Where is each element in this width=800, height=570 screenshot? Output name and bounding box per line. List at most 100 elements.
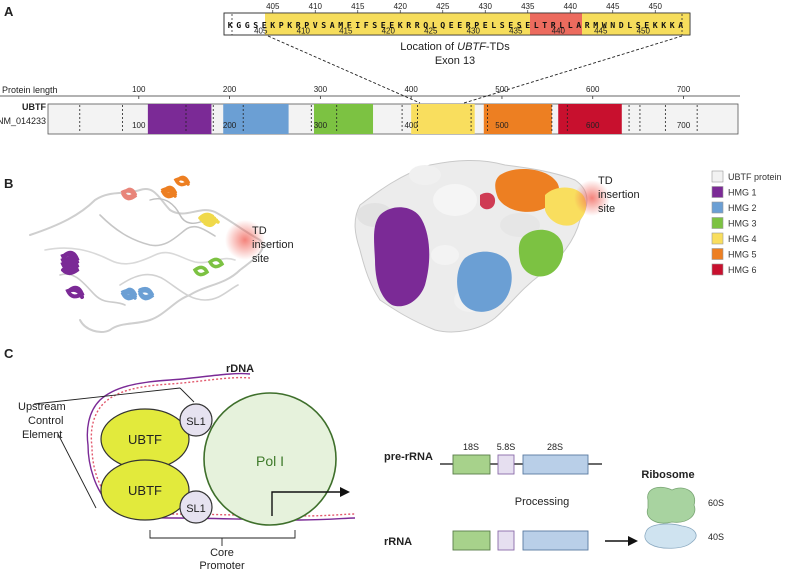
protein-inner-tick: 700 (677, 121, 691, 130)
domain-hmg-4 (411, 104, 475, 134)
sequence-letter: E (644, 20, 649, 30)
sequence-letter: S (372, 20, 377, 30)
panel-label-b: B (4, 176, 13, 191)
sequence-letter: M (593, 20, 598, 30)
surface-td-label-3: site (598, 203, 615, 215)
sequence-bottom-tick: 425 (424, 27, 438, 36)
ubtf-top-label: UBTF (128, 432, 162, 447)
sequence-letter: K (398, 20, 403, 30)
sequence-letter: D (619, 20, 624, 30)
sequence-highlight-red (530, 13, 582, 35)
ribbon-td-label-2: insertion (252, 239, 294, 251)
domain-hmg-2 (223, 104, 289, 134)
sequence-bottom-tick: 410 (297, 27, 311, 36)
sequence-caption-exon: Exon 13 (435, 55, 475, 67)
protein-axis-tick: 200 (223, 85, 237, 94)
sequence-letter: S (500, 20, 505, 30)
sl1-top-label: SL1 (186, 416, 206, 428)
protein-inner-tick: 200 (223, 121, 237, 130)
label-40s: 40S (708, 532, 724, 542)
label-5-8s: 5.8S (497, 442, 516, 452)
zoom-line-left (267, 35, 421, 104)
sequence-letter: L (491, 20, 496, 30)
sequence-letter: R (466, 20, 471, 30)
protein-inner-tick: 500 (495, 121, 509, 130)
legend-swatch (711, 170, 724, 183)
legend-swatch (711, 186, 724, 198)
sequence-letter: K (670, 20, 675, 30)
protein-axis-tick: 300 (314, 85, 328, 94)
sequence-letter: L (534, 20, 539, 30)
protein-inner-tick: 400 (404, 121, 418, 130)
protein-axis-tick: 100 (132, 85, 146, 94)
legend-swatch (711, 232, 724, 245)
sequence-letter: K (653, 20, 658, 30)
sequence-top-tick: 445 (606, 2, 620, 11)
sequence-letter: L (627, 20, 632, 30)
sequence-letter: R (585, 20, 590, 30)
transcription-arrow (271, 491, 340, 516)
upstream-label-1: Upstream (18, 401, 66, 413)
legend-swatch (711, 201, 724, 214)
sequence-letter: S (517, 20, 522, 30)
sequence-bottom-tick: 415 (339, 27, 353, 36)
sequence-letter: F (347, 20, 352, 30)
core-promoter-bracket (149, 530, 296, 539)
sequence-letter: E (525, 20, 530, 30)
protein-inner-tick: 600 (586, 121, 600, 130)
legend-label: HMG 2 (728, 203, 757, 213)
label-60s: 60S (708, 498, 724, 508)
sequence-letter: S (636, 20, 641, 30)
sequence-letter: P (304, 20, 309, 30)
sl1-top (179, 403, 213, 437)
domain-hmg-3 (314, 104, 374, 134)
surface-td-label-1: TD (598, 175, 613, 187)
sequence-letter: E (508, 20, 513, 30)
panel-label-a: A (4, 4, 14, 19)
sequence-letter: F (364, 20, 369, 30)
rrna-18s (452, 530, 491, 551)
sequence-bottom-tick: 450 (637, 27, 651, 36)
surface-structure (354, 159, 588, 333)
surface-td-glow (574, 180, 610, 216)
legend-label: HMG 5 (728, 250, 757, 260)
promoter-label: Promoter (199, 560, 245, 570)
sequence-letter: S (321, 20, 326, 30)
label-28s: 28S (547, 442, 563, 452)
sequence-highlight-yellow (265, 13, 690, 35)
sequence-letter: E (483, 20, 488, 30)
protein-inner-tick: 300 (314, 121, 328, 130)
legend-label: HMG 4 (728, 234, 757, 244)
sequence-letter: T (542, 20, 547, 30)
sequence-letter: A (678, 20, 683, 30)
sequence-letter: E (262, 20, 267, 30)
sequence-bottom-tick: 420 (382, 27, 396, 36)
protein-axis-tick: 400 (404, 85, 418, 94)
sequence-bottom-tick: 445 (594, 27, 608, 36)
domain-hmg-1 (147, 104, 212, 134)
domain-hmg-6 (558, 104, 622, 134)
sequence-letter: E (457, 20, 462, 30)
protein-axis-tick: 600 (586, 85, 600, 94)
protein-axis-tick: 700 (677, 85, 691, 94)
sequence-bottom-tick: 405 (254, 27, 268, 36)
ubtf-bottom-label: UBTF (128, 483, 162, 498)
protein-axis-ticks: 100 200 300 400 500 600 700 (132, 85, 691, 99)
ribosome-60s (646, 486, 696, 524)
ubtf-bottom (100, 459, 190, 521)
pre-rrna-label: pre-rRNA (384, 451, 433, 463)
ribbon-td-glow (225, 220, 265, 260)
protein-axis-tick: 500 (495, 85, 509, 94)
sequence-top-tick: 405 (266, 2, 280, 11)
rrna-28s (522, 530, 589, 551)
sequence-letter: Q (423, 20, 428, 30)
core-label: Core (210, 547, 234, 559)
ribbon-structure (29, 175, 264, 333)
surface-td-label-2: insertion (598, 189, 640, 201)
rrna-5-8s (497, 530, 515, 551)
